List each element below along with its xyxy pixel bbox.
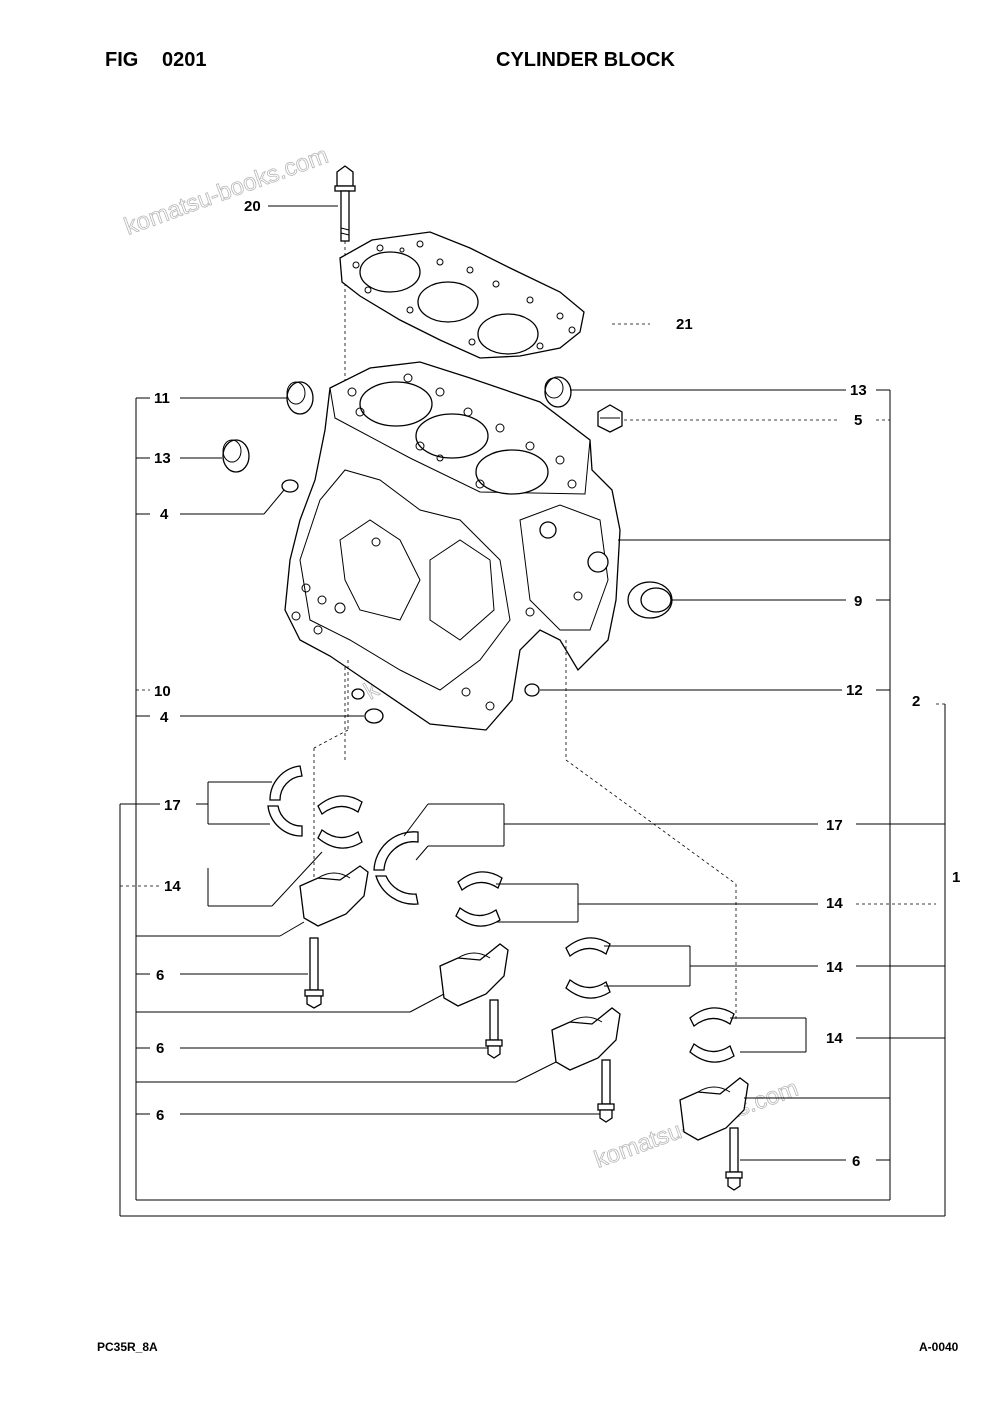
bearing-shell-14-3	[565, 937, 611, 999]
cap-bolt-6-3	[597, 1059, 615, 1123]
plug-12	[524, 683, 540, 697]
thrust-washer-17-center	[373, 831, 419, 905]
fig-number: 0201	[162, 49, 207, 71]
callout-4-upper: 4	[160, 506, 169, 523]
bearing-shell-14-4	[689, 1007, 735, 1063]
plug-5	[597, 404, 623, 433]
dowel-4-lower	[364, 708, 384, 724]
callout-13-right: 13	[850, 382, 867, 399]
callout-14-right-1: 14	[826, 895, 843, 912]
callout-6-2: 6	[156, 1040, 164, 1057]
bearing-cap-4	[679, 1077, 749, 1141]
callout-13-left: 13	[154, 450, 171, 467]
callout-6-3: 6	[156, 1107, 164, 1124]
page-title: CYLINDER BLOCK	[496, 49, 675, 71]
dowel-10	[351, 688, 365, 700]
page-code: A-0040	[919, 1340, 959, 1354]
callout-2: 2	[912, 693, 920, 710]
cylinder-block	[284, 361, 621, 731]
callout-17-right: 17	[826, 817, 843, 834]
callout-17-left: 17	[164, 797, 181, 814]
callout-9: 9	[854, 593, 862, 610]
model-code: PC35R_8A	[97, 1340, 158, 1354]
bearing-cap-3	[551, 1007, 621, 1071]
bearing-cap-1	[299, 865, 369, 927]
plug-11	[286, 381, 314, 415]
callout-14-right-2: 14	[826, 959, 843, 976]
callout-10: 10	[154, 683, 171, 700]
callout-14-right-3: 14	[826, 1030, 843, 1047]
cap-bolt-6-1	[304, 937, 324, 1009]
thrust-washer-17-left	[267, 765, 303, 837]
callout-6-4: 6	[852, 1153, 860, 1170]
callout-6-1: 6	[156, 967, 164, 984]
plug-13-right	[544, 376, 572, 408]
cap-bolt-6-4	[725, 1127, 743, 1191]
head-gasket-21	[339, 231, 585, 359]
callout-20: 20	[244, 198, 261, 215]
watermark-top: komatsu-books.com	[121, 142, 332, 241]
callout-1: 1	[952, 869, 960, 886]
callout-14-left: 14	[164, 878, 181, 895]
dowel-4-upper	[281, 479, 299, 493]
plug-13-left	[222, 439, 250, 473]
bearing-cap-2	[439, 943, 509, 1007]
callout-4-lower: 4	[160, 709, 169, 726]
callout-5: 5	[854, 412, 862, 429]
fig-label: FIG	[105, 49, 139, 71]
cap-bolt-6-2	[485, 999, 503, 1059]
callout-21: 21	[676, 316, 693, 333]
bearing-shell-14-1	[317, 795, 363, 849]
bearing-shell-14-2	[455, 871, 503, 927]
callout-11: 11	[154, 390, 170, 407]
callout-12: 12	[846, 682, 863, 699]
leader-lines	[119, 205, 946, 1217]
bushing-9	[627, 581, 673, 619]
